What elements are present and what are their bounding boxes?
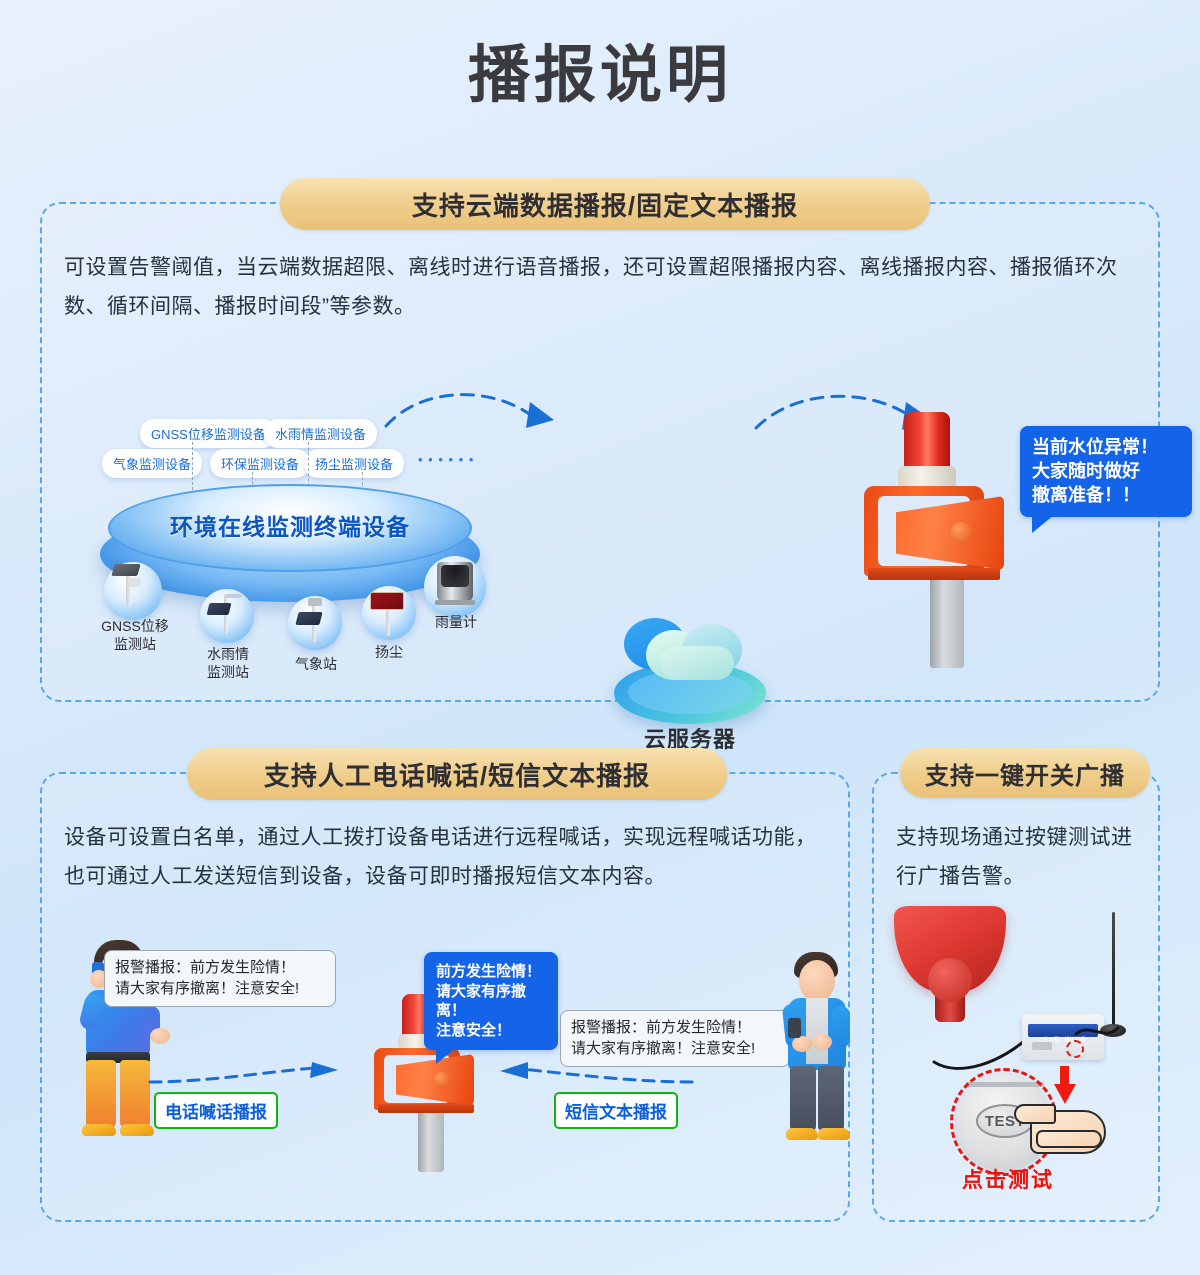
arrow-sms-to-siren: [500, 1062, 694, 1084]
pointing-hand-knuckle: [1036, 1130, 1102, 1148]
station-label-rain: 水雨情 监测站: [207, 646, 249, 680]
caller-shoe-right: [120, 1124, 154, 1136]
section-cloud-badge: 支持云端数据播报/固定文本播报: [280, 178, 930, 230]
sender-arm-right: [832, 1006, 850, 1048]
controller-button-highlight: [1066, 1040, 1084, 1058]
pills-ellipsis: • • • • • •: [418, 452, 475, 467]
station-node-raingauge: [424, 556, 486, 618]
section-manual-body: 设备可设置白名单，通过人工拨打设备电话进行远程喊话，实现远程喊话功能，也可通过人…: [64, 826, 817, 888]
right-sms-bubble: 报警播报：前方发生险情！ 请大家有序撤离！注意安全!: [560, 1010, 790, 1068]
page-title: 播报说明: [467, 41, 732, 110]
caller-hand-right: [150, 1028, 170, 1044]
leader-line-4: [362, 472, 363, 496]
sender-head: [799, 960, 835, 1002]
platform-ellipse-top: [108, 484, 472, 572]
pill-gnss-device: GNSS位移监测设备: [140, 419, 277, 448]
station-label-raingauge: 雨量计: [435, 614, 477, 630]
pill-weather-device: 气象监测设备: [102, 449, 203, 478]
red-horn-knob: [928, 958, 972, 1002]
sender-leg-right: [818, 1066, 844, 1132]
section-manual-broadcast: 支持人工电话喊话/短信文本播报 设备可设置白名单，通过人工拨打设备电话进行远程喊…: [40, 748, 850, 1222]
sender-shoe-right: [818, 1128, 850, 1140]
onekey-diagram: 无线远程广播控制器 TEST 点击测试: [874, 774, 1158, 1220]
red-arrow-head: [1054, 1084, 1076, 1104]
siren-horn-center: [950, 522, 972, 544]
horn-wire: [932, 1034, 1032, 1070]
left-call-bubble: 报警播报：前方发生险情！ 请大家有序撤离！注意安全!: [104, 950, 336, 1008]
caller-hand-left: [90, 970, 108, 988]
sender-shoe-left: [786, 1128, 818, 1140]
pill-dust-device: 扬尘监测设备: [304, 449, 405, 478]
station-node-dust: [362, 586, 416, 640]
red-arrow-stem: [1060, 1066, 1069, 1086]
section-onekey-broadcast: 支持一键开关广播 支持现场通过按键测试进行广播告警。 无线远程广播控制器: [872, 748, 1160, 1222]
red-horn-speaker: [894, 906, 1014, 1036]
station-label-gnss: GNSS位移 监测站: [101, 618, 169, 652]
leader-line-2: [252, 472, 253, 494]
sender-leg-left: [790, 1066, 816, 1132]
sender-shirt: [806, 998, 828, 1064]
caller-leg-right: [120, 1060, 150, 1128]
leader-line-1: [192, 442, 193, 490]
pointing-hand-finger: [1014, 1104, 1056, 1124]
section-onekey-badge: 支持一键开关广播: [900, 748, 1150, 798]
caller-leg-left: [86, 1060, 116, 1128]
controller-strip: 无线远程广播控制器: [1028, 1024, 1098, 1043]
sender-hand-right: [812, 1034, 832, 1050]
section-cloud-broadcast: 支持云端数据播报/固定文本播报 可设置告警阈值，当云端数据超限、离线时进行语音播…: [40, 178, 1192, 752]
controller-box: 无线远程广播控制器: [1022, 1014, 1104, 1060]
station-node-weather: [288, 596, 342, 650]
controller-label: 无线远程广播控制器: [1038, 1037, 1086, 1043]
platform-label: 环境在线监测终端设备: [170, 514, 410, 540]
arrow-devices-to-cloud: [384, 393, 554, 428]
pill-env-device: 环保监测设备: [210, 449, 311, 478]
siren-device-cloud: [842, 404, 1062, 668]
section-cloud-body: 可设置告警阈值，当云端数据超限、离线时进行语音播报，还可设置超限播报内容、离线播…: [64, 256, 1118, 318]
alert-speech-bubble: 当前水位异常！ 大家随时做好 撤离准备！！: [1020, 426, 1192, 534]
caller-shoe-left: [82, 1124, 116, 1136]
caller-belt: [86, 1052, 150, 1063]
station-node-rain: [200, 589, 254, 643]
tag-sms-broadcast: 短信文本播报: [554, 1092, 678, 1129]
tag-phone-broadcast: 电话喊话播报: [154, 1092, 278, 1129]
siren-device-manual: [360, 992, 510, 1172]
cloud-puff-bottom: [660, 646, 734, 680]
antenna-wire: [1074, 1026, 1120, 1036]
antenna-rod: [1112, 912, 1115, 1028]
cloud-diagram: GNSS位移监测设备 水雨情监测设备 气象监测设备 环保监测设备 扬尘监测设备 …: [42, 204, 1192, 752]
cloud-server-illustration: 云服务器: [600, 610, 780, 752]
siren-beacon-light: [904, 412, 950, 470]
center-broadcast-bubble: 前方发生险情！ 请大家有序撤离！ 注意安全！: [424, 952, 558, 1064]
sender-hand-left: [792, 1036, 812, 1052]
section-manual-badge: 支持人工电话喊话/短信文本播报: [187, 748, 727, 800]
siren-manual-horn-center: [434, 1072, 450, 1088]
station-label-weather: 气象站: [295, 656, 337, 672]
siren-manual-base: [378, 1104, 474, 1113]
siren-base-plate: [868, 568, 1000, 580]
station-label-dust: 扬尘: [375, 644, 403, 660]
platform-ellipse: 环境在线监测终端设备: [100, 484, 480, 614]
controller-port-left: [1032, 1042, 1052, 1050]
pill-rain-device: 水雨情监测设备: [264, 419, 378, 448]
section-onekey-body: 支持现场通过按键测试进行广播告警。: [896, 826, 1133, 888]
sender-phone: [788, 1018, 801, 1038]
siren-pole: [930, 572, 964, 668]
station-node-gnss: [104, 562, 162, 620]
arrow-call-to-siren: [148, 1062, 338, 1084]
leader-line-3: [308, 442, 309, 492]
manual-diagram: 报警播报：前方发生险情！ 请大家有序撤离！注意安全! 前方发生险情！ 请大家有序…: [42, 774, 850, 1220]
cloud-server-label: 云服务器: [643, 727, 736, 752]
person-sms-sender: [762, 952, 872, 1142]
click-test-label: 点击测试: [962, 1169, 1054, 1192]
siren-manual-pole: [418, 1108, 444, 1172]
